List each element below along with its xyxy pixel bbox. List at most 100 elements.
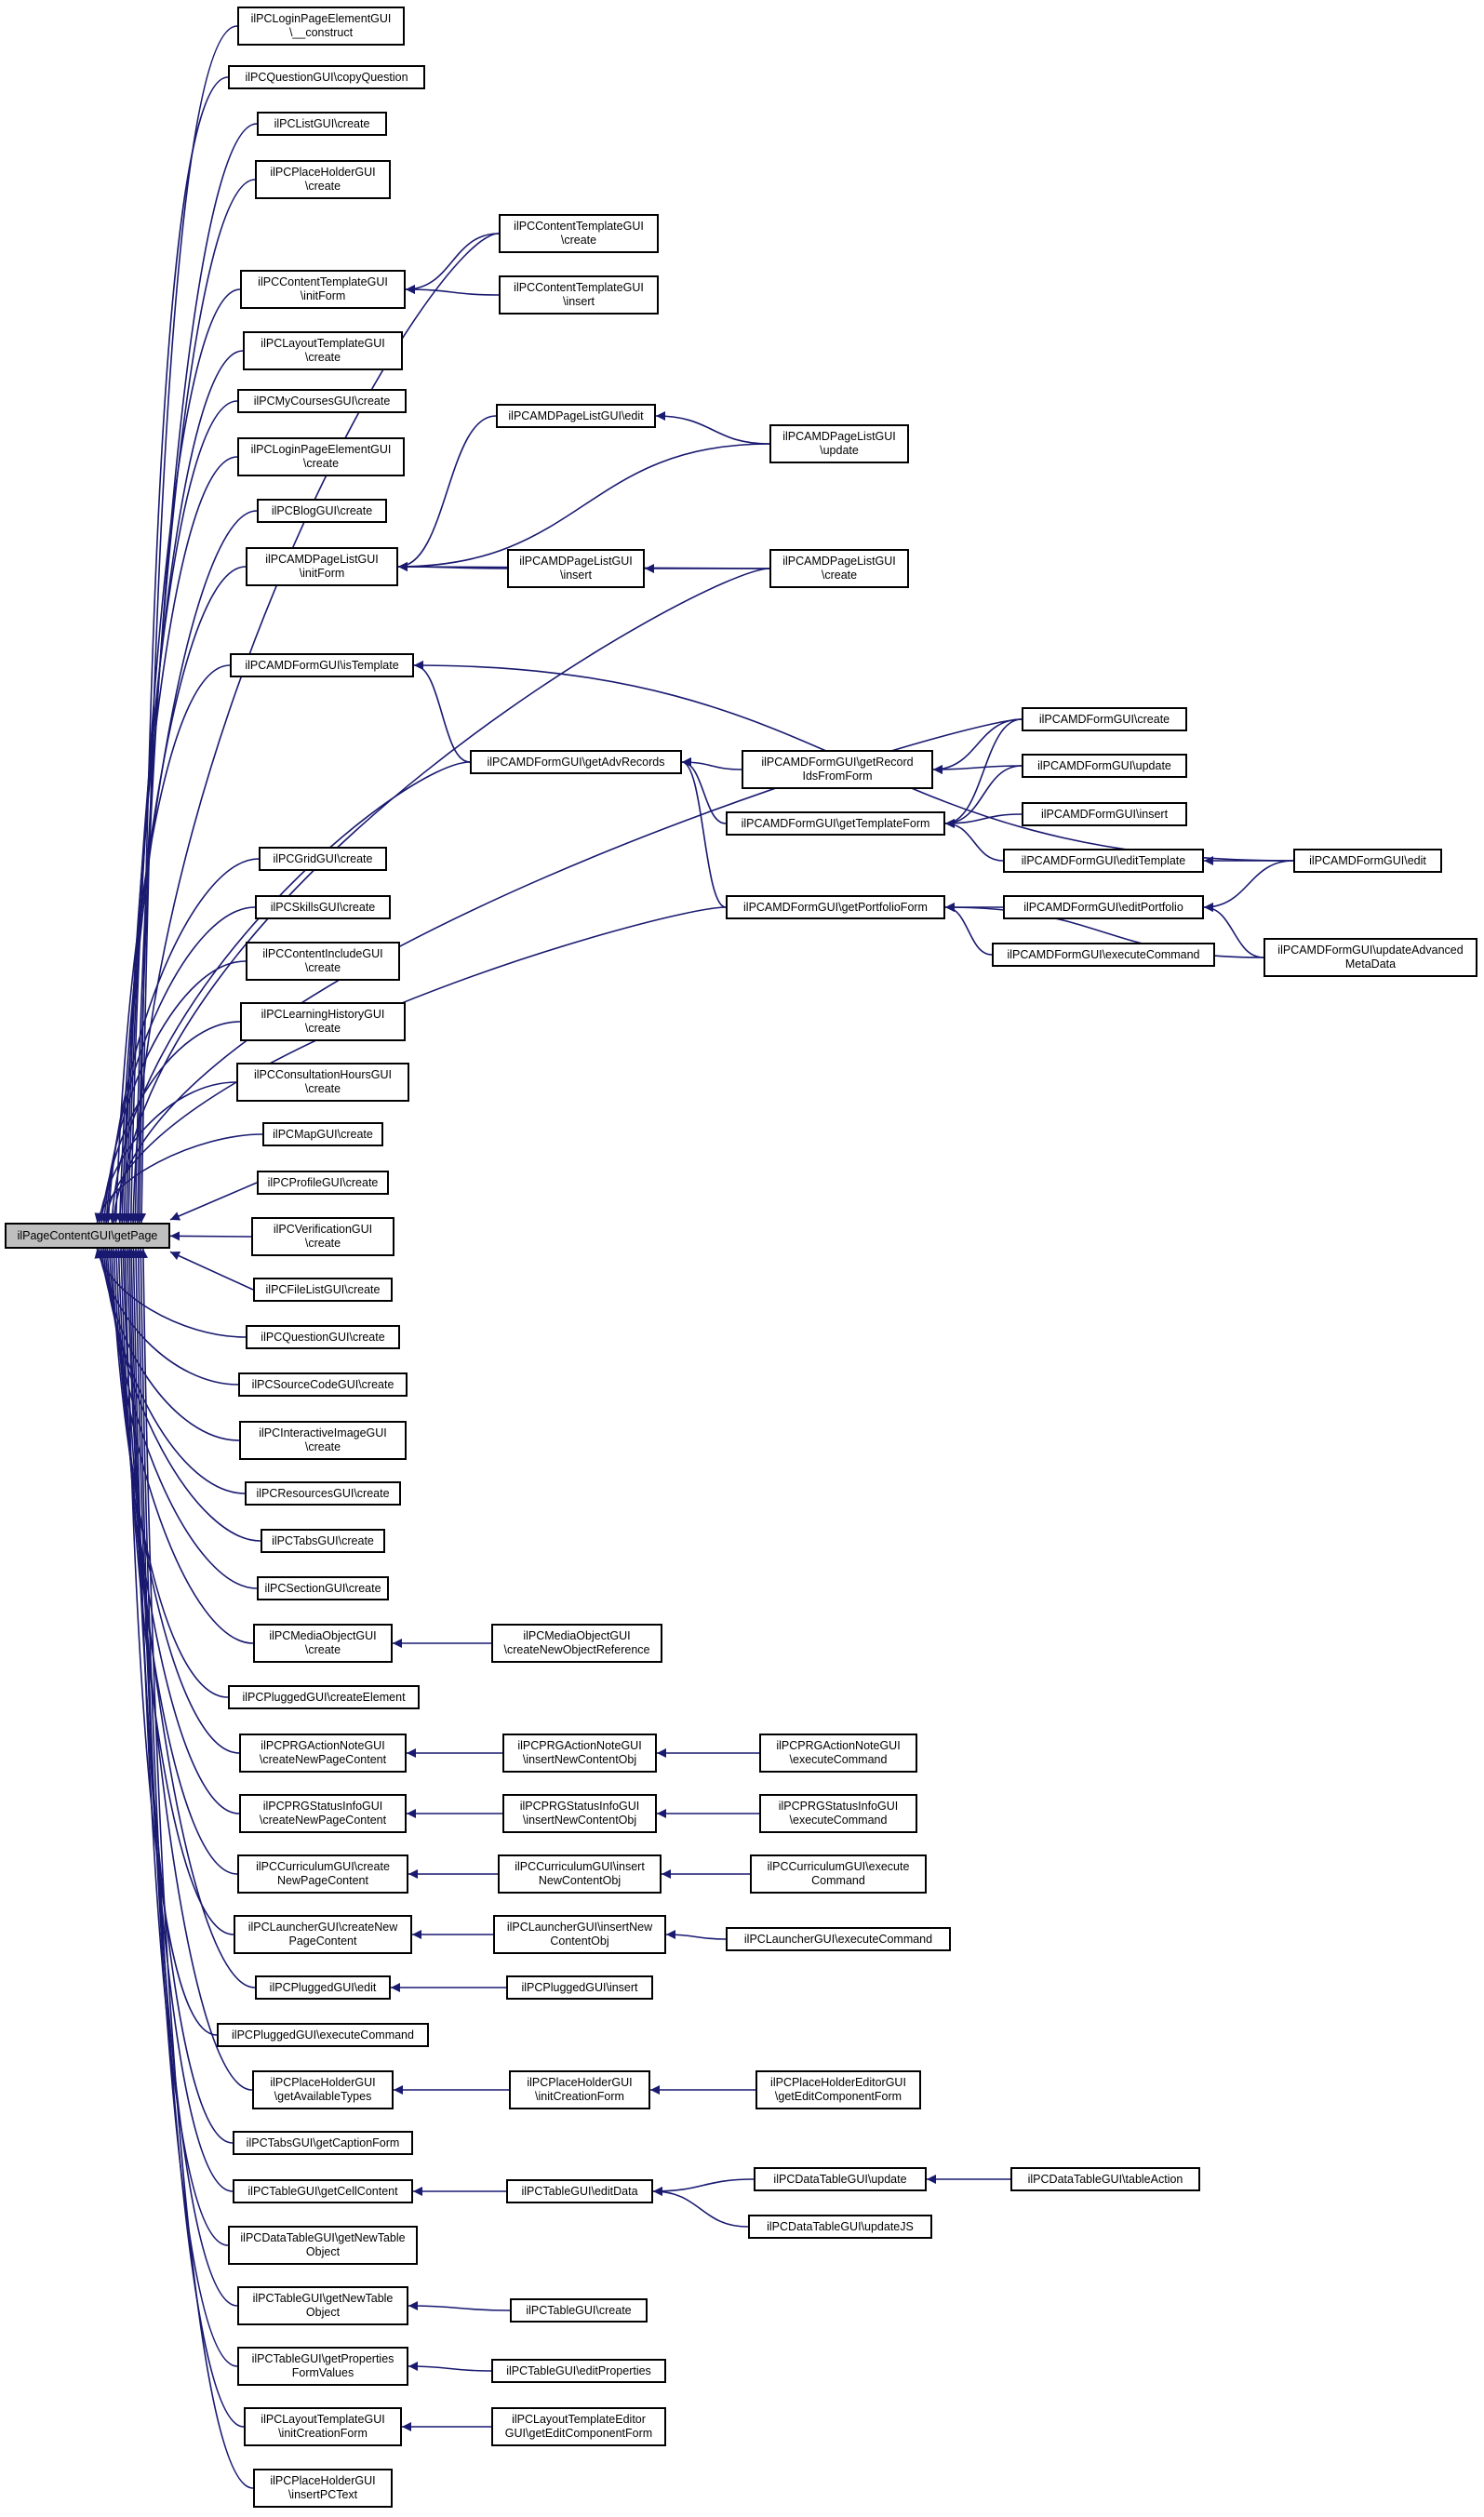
node-ilpcamdpagelistgui-edit[interactable]: ilPCAMDPageListGUI\edit xyxy=(496,404,656,428)
edge-n10c-to-n10 xyxy=(397,443,770,571)
edge-f11-to-f4 xyxy=(944,903,993,956)
node-ilpcamdformgui-updateadvanced-metadata[interactable]: ilPCAMDFormGUI\updateAdvanced MetaData xyxy=(1263,938,1477,977)
node-ilpcdatatablegui-update[interactable]: ilPCDataTableGUI\update xyxy=(754,2167,927,2191)
node-ilpclayouttemplateeditor-gui-geteditcomponentform[interactable]: ilPCLayoutTemplateEditor GUI\getEditComp… xyxy=(491,2407,666,2446)
node-ilpcprgstatusinfogui-insertnewcontentobj[interactable]: ilPCPRGStatusInfoGUI \insertNewContentOb… xyxy=(502,1794,657,1833)
node-ilpctablegui-editdata[interactable]: ilPCTableGUI\editData xyxy=(506,2179,653,2203)
node-ilpcpluggedgui-createelement[interactable]: ilPCPluggedGUI\createElement xyxy=(228,1685,420,1709)
edge-n19-to-root xyxy=(169,1231,252,1241)
edge-n42-to-root xyxy=(138,1248,254,2489)
node-ilpcsourcecodegui-create[interactable]: ilPCSourceCodeGUI\create xyxy=(238,1372,408,1397)
node-ilpccontenttemplategui-create[interactable]: ilPCContentTemplateGUI \create xyxy=(499,214,659,253)
edge-n10-to-root xyxy=(115,566,247,1224)
node-ilpcprgstatusinfogui-executecommand[interactable]: ilPCPRGStatusInfoGUI \executeCommand xyxy=(759,1794,917,1833)
node-ilpcdatatablegui-tableaction[interactable]: ilPCDataTableGUI\tableAction xyxy=(1010,2167,1200,2191)
edge-n10c-to-n10a xyxy=(655,411,770,445)
node-ilpcquestiongui-copyquestion[interactable]: ilPCQuestionGUI\copyQuestion xyxy=(228,65,425,89)
node-ilpctablegui-getnewtable-object[interactable]: ilPCTableGUI\getNewTable Object xyxy=(237,2286,408,2325)
node-ilpcprgactionnotegui-executecommand[interactable]: ilPCPRGActionNoteGUI \executeCommand xyxy=(759,1734,917,1773)
node-ilpcquestiongui-create[interactable]: ilPCQuestionGUI\create xyxy=(246,1325,400,1349)
node-ilpcamdformgui-getrecord-idsfromform[interactable]: ilPCAMDFormGUI\getRecord IdsFromForm xyxy=(742,750,933,789)
edge-f5-to-f3 xyxy=(944,718,1023,828)
node-ilpctabsgui-create[interactable]: ilPCTabsGUI\create xyxy=(261,1529,385,1553)
node-ilpcprofilegui-create[interactable]: ilPCProfileGUI\create xyxy=(257,1171,389,1195)
node-ilpclayouttemplategui-create[interactable]: ilPCLayoutTemplateGUI \create xyxy=(243,331,403,370)
node-ilpcamdformgui-update[interactable]: ilPCAMDFormGUI\update xyxy=(1022,754,1187,778)
node-ilpcverificationgui-create[interactable]: ilPCVerificationGUI \create xyxy=(251,1217,394,1256)
node-ilpcplaceholdereditorgui-geteditcomponentform[interactable]: ilPCPlaceHolderEditorGUI \getEditCompone… xyxy=(755,2070,921,2109)
node-ilpcmediaobjectgui-createnewobjectreference[interactable]: ilPCMediaObjectGUI \createNewObjectRefer… xyxy=(491,1624,662,1663)
node-ilpcloginpageelementgui-create[interactable]: ilPCLoginPageElementGUI \create xyxy=(237,437,405,476)
node-ilpctabsgui-getcaptionform[interactable]: ilPCTabsGUI\getCaptionForm xyxy=(233,2131,413,2155)
node-ilpcamdpagelistgui-insert[interactable]: ilPCAMDPageListGUI \insert xyxy=(507,549,645,588)
node-ilpcpluggedgui-insert[interactable]: ilPCPluggedGUI\insert xyxy=(506,1975,653,2000)
node-ilpccurriculumgui-insert-newcontentobj[interactable]: ilPCCurriculumGUI\insert NewContentObj xyxy=(498,1854,662,1894)
node-ilpcamdformgui-gettemplateform[interactable]: ilPCAMDFormGUI\getTemplateForm xyxy=(726,811,945,836)
node-ilpcplaceholdergui-create[interactable]: ilPCPlaceHolderGUI \create xyxy=(255,160,391,199)
node-ilpctablegui-editproperties[interactable]: ilPCTableGUI\editProperties xyxy=(491,2359,666,2383)
node-ilpccontenttemplategui-initform[interactable]: ilPCContentTemplateGUI \initForm xyxy=(240,270,406,309)
node-ilpcamdformgui-getportfolioform[interactable]: ilPCAMDFormGUI\getPortfolioForm xyxy=(726,895,945,919)
node-ilpcamdpagelistgui-create[interactable]: ilPCAMDPageListGUI \create xyxy=(769,549,909,588)
edge-n11-to-root xyxy=(111,664,231,1224)
node-ilpcpluggedgui-executecommand[interactable]: ilPCPluggedGUI\executeCommand xyxy=(217,2023,429,2047)
node-ilpccurriculumgui-create-newpagecontent[interactable]: ilPCCurriculumGUI\create NewPageContent xyxy=(237,1854,408,1894)
edge-n1-to-root xyxy=(137,25,238,1224)
node-ilpcamdformgui-edittemplate[interactable]: ilPCAMDFormGUI\editTemplate xyxy=(1003,849,1204,873)
node-ilpclayouttemplategui-initcreationform[interactable]: ilPCLayoutTemplateGUI \initCreationForm xyxy=(244,2407,402,2446)
node-ilpcloginpageelementgui-construct[interactable]: ilPCLoginPageElementGUI \__construct xyxy=(237,7,405,46)
edge-f4-to-root xyxy=(101,906,727,1224)
node-ilpcmapgui-create[interactable]: ilPCMapGUI\create xyxy=(262,1122,383,1146)
node-ilpcinteractiveimagegui-create[interactable]: ilPCInteractiveImageGUI \create xyxy=(239,1421,407,1460)
node-ilpcskillsgui-create[interactable]: ilPCSkillsGUI\create xyxy=(255,895,391,919)
node-ilpcamdformgui-edit[interactable]: ilPCAMDFormGUI\edit xyxy=(1293,849,1442,873)
node-ilpcfilelistgui-create[interactable]: ilPCFileListGUI\create xyxy=(253,1278,393,1302)
node-ilpcsectiongui-create[interactable]: ilPCSectionGUI\create xyxy=(257,1576,389,1600)
node-ilpcbloggui-create[interactable]: ilPCBlogGUI\create xyxy=(257,499,387,523)
node-ilpclaunchergui-insertnew-contentobj[interactable]: ilPCLauncherGUI\insertNew ContentObj xyxy=(493,1915,666,1954)
edge-n37b-to-n37a xyxy=(652,2178,755,2196)
node-ilpcplaceholdergui-getavailabletypes[interactable]: ilPCPlaceHolderGUI \getAvailableTypes xyxy=(252,2070,394,2109)
node-ilpcamdformgui-insert[interactable]: ilPCAMDFormGUI\insert xyxy=(1022,802,1187,826)
node-ilpcdatatablegui-updatejs[interactable]: ilPCDataTableGUI\updateJS xyxy=(748,2215,932,2239)
edge-n40a-to-n40 xyxy=(408,2362,492,2372)
node-ilpcamdformgui-istemplate[interactable]: ilPCAMDFormGUI\isTemplate xyxy=(230,653,414,677)
node-ilpcamdformgui-create[interactable]: ilPCAMDFormGUI\create xyxy=(1022,707,1187,731)
node-ilpccontentincludegui-create[interactable]: ilPCContentIncludeGUI \create xyxy=(246,942,400,981)
node-ilpclistgui-create[interactable]: ilPCListGUI\create xyxy=(257,112,387,136)
node-ilpcamdpagelistgui-update[interactable]: ilPCAMDPageListGUI \update xyxy=(769,424,909,463)
node-ilpctablegui-create[interactable]: ilPCTableGUI\create xyxy=(510,2298,648,2323)
node-ilpcamdformgui-executecommand[interactable]: ilPCAMDFormGUI\executeCommand xyxy=(992,943,1215,967)
node-ilpccontenttemplategui-insert[interactable]: ilPCContentTemplateGUI \insert xyxy=(499,275,659,315)
node-ilpccurriculumgui-execute-command[interactable]: ilPCCurriculumGUI\execute Command xyxy=(750,1854,927,1894)
node-ilpcprgactionnotegui-insertnewcontentobj[interactable]: ilPCPRGActionNoteGUI \insertNewContentOb… xyxy=(502,1734,657,1773)
node-ilpcconsultationhoursgui-create[interactable]: ilPCConsultationHoursGUI \create xyxy=(236,1063,409,1102)
node-ilpcamdformgui-getadvrecords[interactable]: ilPCAMDFormGUI\getAdvRecords xyxy=(470,750,682,774)
edge-n41-to-root xyxy=(136,1248,245,2428)
edge-n4-to-root xyxy=(130,179,256,1224)
edge-n13-to-root xyxy=(101,906,256,1224)
node-ilpcplaceholdergui-insertpctext[interactable]: ilPCPlaceHolderGUI \insertPCText xyxy=(253,2469,393,2508)
node-ilpcresourcesgui-create[interactable]: ilPCResourcesGUI\create xyxy=(245,1481,401,1506)
node-ilpcplaceholdergui-initcreationform[interactable]: ilPCPlaceHolderGUI \initCreationForm xyxy=(509,2070,650,2109)
node-ilpcgridgui-create[interactable]: ilPCGridGUI\create xyxy=(259,847,387,871)
edge-n36-to-root xyxy=(125,1248,234,2144)
node-ilpcdatatablegui-getnewtable-object[interactable]: ilPCDataTableGUI\getNewTable Object xyxy=(228,2226,418,2265)
node-ilpcamdpagelistgui-initform[interactable]: ilPCAMDPageListGUI \initForm xyxy=(246,547,398,586)
node-ilpcpluggedgui-edit[interactable]: ilPCPluggedGUI\edit xyxy=(255,1975,391,2000)
node-ilpcmediaobjectgui-create[interactable]: ilPCMediaObjectGUI \create xyxy=(253,1624,393,1663)
node-ilpclaunchergui-createnew-pagecontent[interactable]: ilPCLauncherGUI\createNew PageContent xyxy=(234,1915,412,1954)
node-ilpcprgactionnotegui-createnewpagecontent[interactable]: ilPCPRGActionNoteGUI \createNewPageConte… xyxy=(239,1734,407,1773)
node-ilpctablegui-getproperties-formvalues[interactable]: ilPCTableGUI\getProperties FormValues xyxy=(237,2347,408,2386)
node-ilpcmycoursesgui-create[interactable]: ilPCMyCoursesGUI\create xyxy=(237,389,407,413)
node-ilpcamdformgui-editportfolio[interactable]: ilPCAMDFormGUI\editPortfolio xyxy=(1003,895,1204,919)
edge-n20-to-root xyxy=(169,1251,254,1291)
edge-n10a-to-n10 xyxy=(397,415,497,571)
node-ilpctablegui-getcellcontent[interactable]: ilPCTableGUI\getCellContent xyxy=(233,2179,413,2203)
node-ilpclaunchergui-executecommand[interactable]: ilPCLauncherGUI\executeCommand xyxy=(726,1927,951,1951)
edge-f8-to-f3 xyxy=(944,819,1004,862)
node-ilpclearninghistorygui-create[interactable]: ilPCLearningHistoryGUI \create xyxy=(240,1002,406,1041)
edge-f5-to-root xyxy=(109,718,1023,1224)
edge-n15-to-root xyxy=(98,1021,241,1224)
node-ilpcprgstatusinfogui-createnewpagecontent[interactable]: ilPCPRGStatusInfoGUI \createNewPageConte… xyxy=(239,1794,407,1833)
